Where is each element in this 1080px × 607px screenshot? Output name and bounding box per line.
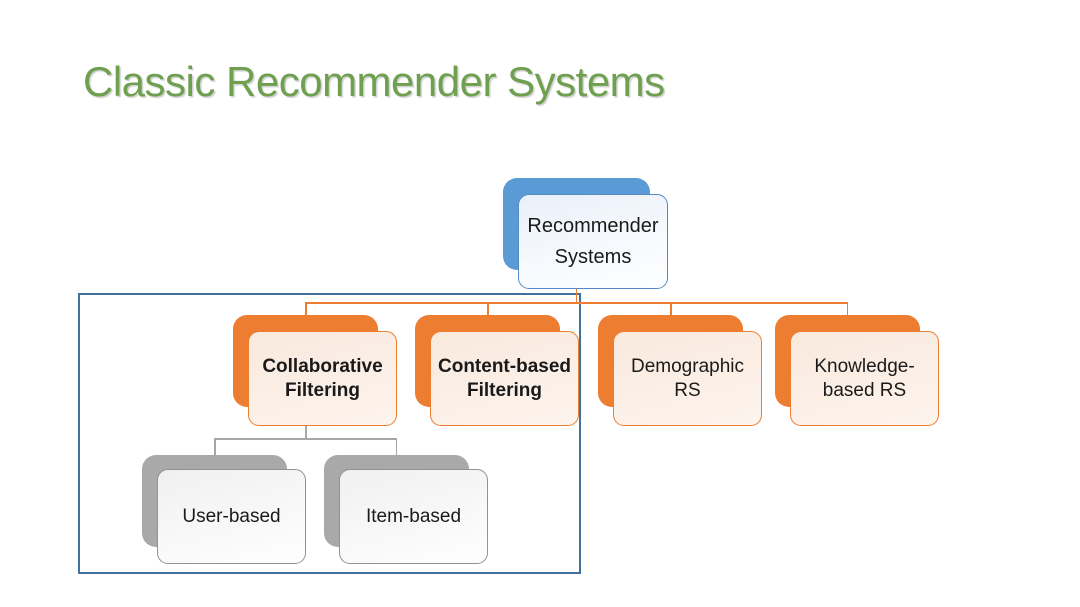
knowledge-node-label-line2: based RS — [822, 379, 907, 401]
item-based-node: Item-based — [339, 469, 488, 564]
content-based-node-label-line1: Content-based — [438, 355, 571, 377]
demographic-node: Demographic RS — [613, 331, 762, 426]
knowledge-node-label-line1: Knowledge- — [814, 355, 915, 377]
collaborative-node-label-line1: Collaborative — [262, 355, 383, 377]
connector-drop-content — [487, 302, 489, 322]
connector-drop-knowledge — [846, 302, 848, 322]
user-based-node-label: User-based — [182, 505, 281, 527]
root-node: Recommender Systems — [518, 194, 668, 289]
collaborative-node: Collaborative Filtering — [248, 331, 397, 426]
slide-title: Classic Recommender Systems — [83, 58, 665, 105]
root-node-label-line2: Systems — [554, 245, 632, 268]
demographic-node-label-line2: RS — [674, 379, 701, 401]
knowledge-node: Knowledge- based RS — [790, 331, 939, 426]
connector-drop-user — [214, 438, 216, 461]
connector-drop-collaborative — [305, 302, 307, 322]
highlight-rectangle — [78, 293, 581, 574]
item-based-node-label: Item-based — [365, 505, 462, 527]
content-based-node: Content-based Filtering — [430, 331, 579, 426]
collaborative-node-label-line2: Filtering — [285, 379, 360, 401]
demographic-node-label-line1: Demographic — [631, 355, 744, 377]
connector-children-rail — [305, 302, 848, 304]
content-based-node-label-line2: Filtering — [467, 379, 542, 401]
user-based-node: User-based — [157, 469, 306, 564]
connector-grandchildren-rail — [214, 438, 397, 440]
connector-drop-item — [395, 438, 397, 461]
root-node-label-line1: Recommender — [527, 214, 659, 237]
connector-drop-demographic — [670, 302, 672, 322]
